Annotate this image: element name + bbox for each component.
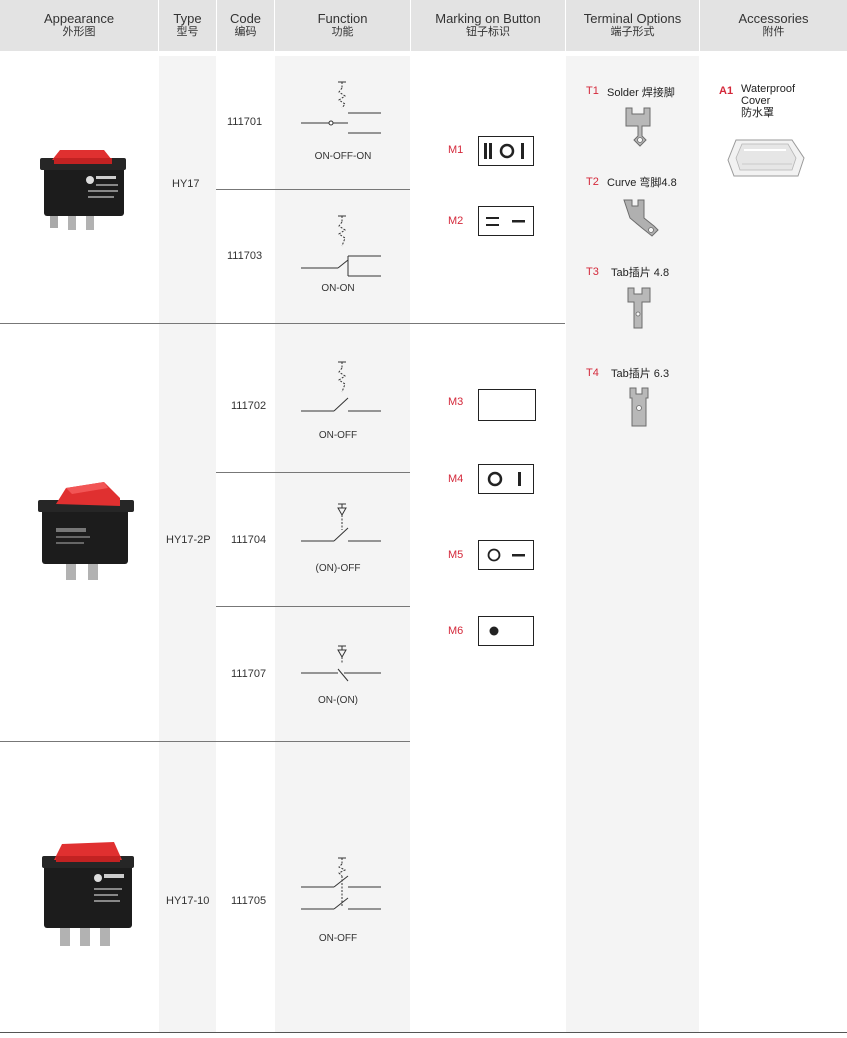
function-label: ON-OFF	[318, 933, 358, 944]
header-function: Function 功能	[275, 0, 410, 51]
marking-id: M1	[448, 144, 464, 156]
type-column-bg	[159, 56, 216, 1032]
header-type: Type 型号	[159, 0, 216, 51]
row-divider	[0, 323, 565, 324]
marking-m1-box	[478, 136, 534, 166]
accessory-name-cn: 防水罩	[741, 107, 774, 119]
header-terminal-en: Terminal Options	[583, 11, 682, 26]
row-divider	[216, 189, 410, 190]
code-label: 111707	[231, 668, 267, 680]
function-label: ON-OFF	[318, 430, 358, 441]
circuit-momentary-off-icon	[301, 503, 381, 542]
hy17-switch-image	[40, 150, 126, 230]
terminal-name: Tab插片 4.8	[611, 267, 670, 279]
marking-id: M3	[448, 396, 464, 408]
table-bottom-line	[0, 1032, 847, 1033]
header-code-cn: 编码	[234, 26, 257, 38]
table-header: Appearance 外形图 Type 型号 Code 编码 Function …	[0, 0, 847, 51]
circuit-on-off-icon	[301, 361, 381, 412]
tab-terminal-4.8-icon	[627, 287, 651, 329]
marking-id: M6	[448, 625, 464, 637]
code-label: 111704	[231, 534, 267, 546]
accessory-name-line2: Cover	[741, 95, 771, 107]
header-accessories: Accessories 附件	[700, 0, 847, 51]
header-accessories-cn: 附件	[762, 26, 785, 38]
terminal-id: T1	[586, 85, 599, 97]
row-divider	[216, 472, 410, 473]
tab-terminal-6.3-icon	[629, 387, 649, 427]
solder-terminal-icon	[625, 107, 651, 147]
code-label: 111702	[231, 400, 267, 412]
header-appearance: Appearance 外形图	[0, 0, 158, 51]
marking-m3-box	[478, 389, 536, 421]
accessory-name: Waterproof Cover 防水罩	[741, 83, 795, 119]
circuit-on-on-icon	[301, 215, 381, 277]
marking-m4-box	[478, 464, 534, 494]
row-divider	[216, 606, 410, 607]
curve-terminal-icon	[623, 199, 659, 237]
accessory-id: A1	[719, 85, 734, 97]
marking-id: M4	[448, 473, 464, 485]
header-function-en: Function	[317, 11, 368, 26]
type-label: HY17-2P	[166, 534, 211, 546]
function-label: ON-ON	[321, 283, 355, 294]
row-divider	[0, 741, 410, 742]
marking-m2-box	[478, 206, 534, 236]
marking-id: M5	[448, 549, 464, 561]
circuit-on-momentary-icon	[301, 645, 381, 682]
terminal-id: T3	[586, 266, 599, 278]
marking-o-i-icon	[487, 471, 521, 487]
header-code: Code 编码	[217, 0, 274, 51]
code-label: 111705	[231, 895, 267, 907]
type-label: HY17	[172, 178, 200, 190]
header-appearance-cn: 外形图	[62, 26, 96, 38]
code-label: 111701	[227, 116, 263, 128]
marking-o-dash-icon	[487, 548, 525, 562]
code-label: 111703	[227, 250, 263, 262]
header-type-cn: 型号	[176, 26, 199, 38]
header-appearance-en: Appearance	[43, 11, 115, 26]
terminal-name: Solder 焊接脚	[607, 87, 675, 99]
header-function-cn: 功能	[331, 26, 354, 38]
marking-m6-box	[478, 616, 534, 646]
accessory-name-line1: Waterproof	[741, 83, 796, 95]
hy17-10-switch-image	[42, 842, 134, 946]
header-terminal-cn: 端子形式	[610, 26, 655, 38]
marking-dot-icon	[489, 626, 499, 636]
waterproof-cover-icon	[727, 139, 805, 177]
header-marking-cn: 钮子标识	[466, 26, 510, 38]
function-label: (ON)-OFF	[315, 563, 361, 574]
hy17-2p-switch-image	[38, 482, 134, 580]
terminal-id: T4	[586, 367, 599, 379]
circuit-on-off-on-icon	[301, 81, 381, 134]
function-label: ON-OFF-ON	[314, 151, 372, 162]
marking-id: M2	[448, 215, 464, 227]
header-marking: Marking on Button 钮子标识	[411, 0, 565, 51]
marking-equals-dash-icon	[486, 217, 525, 226]
circuit-double-pole-on-off-icon	[301, 857, 381, 910]
function-column-bg	[275, 56, 410, 1032]
header-marking-en: Marking on Button	[435, 11, 541, 26]
terminal-name: Curve 弯脚4.8	[607, 177, 677, 189]
function-label: ON-(ON)	[318, 695, 358, 706]
marking-m5-box	[478, 540, 534, 570]
terminal-id: T2	[586, 176, 599, 188]
header-code-en: Code	[229, 11, 262, 26]
header-terminal: Terminal Options 端子形式	[566, 0, 699, 51]
header-type-en: Type	[173, 11, 202, 26]
type-label: HY17-10	[166, 895, 210, 907]
header-accessories-en: Accessories	[738, 11, 809, 26]
marking-ii-o-i-icon	[484, 143, 524, 159]
terminal-name: Tab插片 6.3	[611, 368, 670, 380]
